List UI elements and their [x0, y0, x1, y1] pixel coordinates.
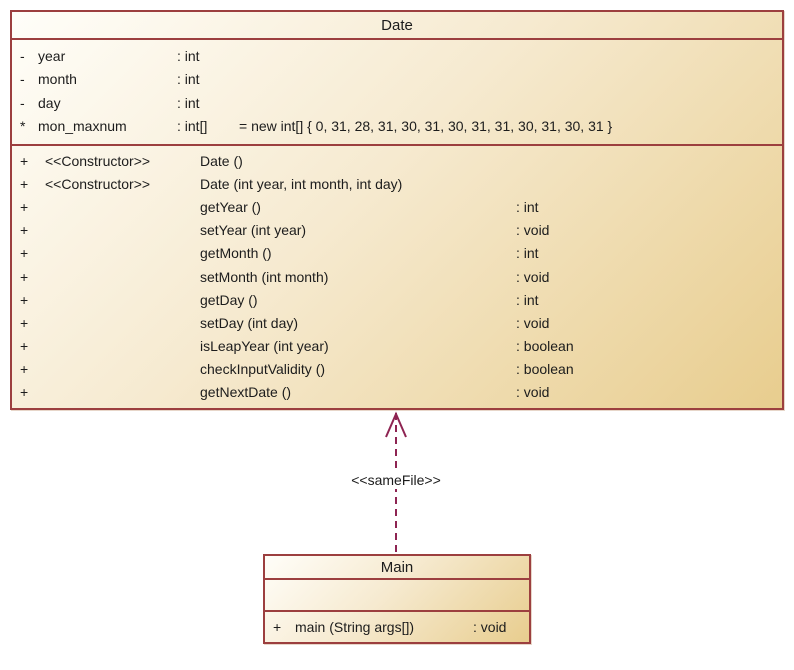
attribute-row: -day : int: [12, 91, 782, 115]
operation-row: + <<Constructor>> Date (): [12, 149, 782, 172]
attr-atype: : int: [177, 94, 200, 111]
class-box-date[interactable]: Date -year: int-month: int-day: int*mon_…: [10, 10, 784, 410]
op-sig: setMonth (int month): [200, 268, 329, 285]
attr-vis: *: [20, 118, 26, 135]
operation-row: + getMonth () : int: [12, 242, 782, 265]
op-ret: : void: [473, 618, 507, 635]
op-vis: +: [273, 618, 282, 635]
class-title-main: Main: [265, 556, 529, 580]
attr-vis: -: [20, 94, 25, 111]
op-sig: setDay (int day): [200, 314, 299, 331]
class-box-main[interactable]: Main + main (String args[]) : void: [263, 554, 531, 644]
operation-row: + getYear () : int: [12, 195, 782, 218]
op-vis: +: [20, 152, 29, 169]
op-sig: Date (): [200, 152, 243, 169]
operation-row: + setDay (int day) : void: [12, 311, 782, 334]
op-vis: +: [20, 245, 29, 262]
operation-row: + main (String args[]) : void: [265, 615, 529, 638]
main-attributes-compartment: [265, 580, 529, 612]
attr-vis: -: [20, 47, 25, 64]
open-arrowhead-icon: [385, 411, 407, 438]
op-sig: setYear (int year): [200, 222, 307, 239]
op-stereo: <<Constructor>>: [45, 175, 151, 192]
op-ret: : boolean: [516, 338, 574, 355]
main-operations-compartment: + main (String args[]) : void: [265, 612, 529, 638]
attr-atype: : int: [177, 47, 200, 64]
op-ret: : void: [516, 222, 550, 239]
date-operations-compartment: + <<Constructor>> Date () + <<Constructor>> D…: [12, 146, 782, 404]
operation-row: + isLeapYear (int year) : boolean: [12, 335, 782, 358]
attr-aname: mon_maxnum: [38, 118, 127, 135]
op-ret: : void: [516, 314, 550, 331]
op-ret: : boolean: [516, 361, 574, 378]
attribute-row: -month : int: [12, 68, 782, 92]
attr-ainit: = new int[] { 0, 31, 28, 31, 30, 31, 30,…: [239, 118, 613, 135]
operation-row: + getDay () : int: [12, 288, 782, 311]
attribute-row: -year : int: [12, 44, 782, 68]
operation-row: + setYear (int year) : void: [12, 219, 782, 242]
operation-row: + <<Constructor>> Date (int year, int mont…: [12, 172, 782, 195]
attr-aname: month: [38, 71, 77, 88]
op-sig: getMonth (): [200, 245, 272, 262]
op-sig: getDay (): [200, 291, 258, 308]
dependency-stereotype-label: <<sameFile>>: [346, 471, 446, 489]
op-sig: main (String args[]): [295, 618, 415, 635]
date-attributes-compartment: -year: int-month: int-day: int*mon_maxnu…: [12, 40, 782, 146]
op-sig: checkInputValidity (): [200, 361, 326, 378]
op-sig: isLeapYear (int year): [200, 338, 329, 355]
op-vis: +: [20, 291, 29, 308]
op-vis: +: [20, 314, 29, 331]
op-sig: Date (int year, int month, int day): [200, 175, 403, 192]
op-vis: +: [20, 175, 29, 192]
op-ret: : int: [516, 198, 539, 215]
op-vis: +: [20, 338, 29, 355]
op-sig: getYear (): [200, 198, 261, 215]
operation-row: + setMonth (int month) : void: [12, 265, 782, 288]
attr-atype: : int[]: [177, 118, 208, 135]
op-stereo: <<Constructor>>: [45, 152, 151, 169]
op-ret: : void: [516, 268, 550, 285]
operation-row: + getNextDate () : void: [12, 381, 782, 404]
op-vis: +: [20, 222, 29, 239]
class-title-date: Date: [12, 12, 782, 40]
op-ret: : int: [516, 291, 539, 308]
op-vis: +: [20, 198, 29, 215]
op-sig: getNextDate (): [200, 384, 292, 401]
operation-row: + checkInputValidity () : boolean: [12, 358, 782, 381]
op-vis: +: [20, 384, 29, 401]
op-vis: +: [20, 361, 29, 378]
attr-aname: year: [38, 47, 66, 64]
attr-atype: : int: [177, 71, 200, 88]
op-ret: : int: [516, 245, 539, 262]
op-ret: : void: [516, 384, 550, 401]
attr-vis: -: [20, 71, 25, 88]
attribute-row: * mon_maxnum : int[] = new int[] { 0, 31, 2…: [12, 115, 782, 139]
attr-aname: day: [38, 94, 61, 111]
op-vis: +: [20, 268, 29, 285]
